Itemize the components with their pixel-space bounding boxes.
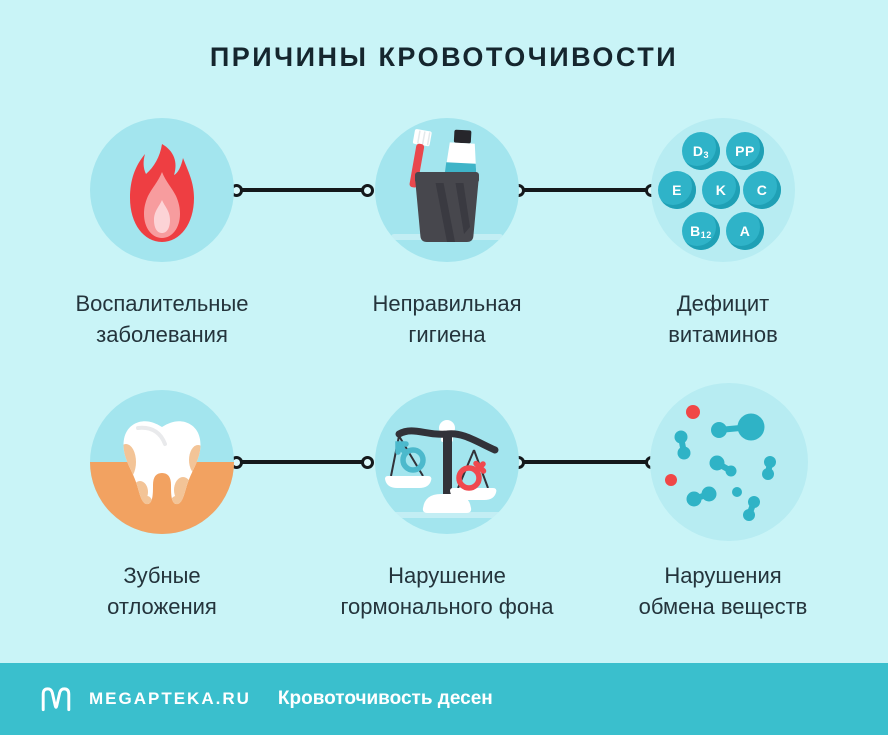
- vitamin-label: E: [672, 182, 682, 198]
- vitamin-label: C: [756, 182, 768, 198]
- cause-circle-metabolism: [650, 383, 808, 541]
- label-line: Неправильная: [372, 291, 522, 316]
- vitamin-badge: E: [658, 171, 696, 209]
- cause-circle-hormonal: [375, 390, 519, 534]
- vitamin-label: K: [715, 182, 727, 198]
- label-line: Воспалительные: [75, 291, 249, 316]
- connector-dot: [361, 184, 374, 197]
- connector-line: [237, 188, 368, 192]
- vitamin-badge: K: [702, 171, 740, 209]
- tooth-deposits-icon: [123, 421, 201, 505]
- vitamin-label: A: [739, 223, 751, 239]
- gum-shape: [90, 462, 234, 534]
- cause-label-dental-deposits: Зубные отложения: [17, 560, 307, 622]
- toothbrush-cup-icon: [391, 129, 503, 242]
- cause-label-metabolism: Нарушения обмена веществ: [578, 560, 868, 622]
- bacteria-icon: [665, 405, 776, 521]
- label-line: гигиена: [408, 322, 486, 347]
- vitamin-badge: A: [726, 212, 764, 250]
- connector-line: [519, 460, 652, 464]
- label-line: Зубные: [123, 563, 201, 588]
- connector-dot: [361, 456, 374, 469]
- vitamin-badge: PP: [726, 132, 764, 170]
- cause-label-vitamin-deficiency: Дефицит витаминов: [578, 288, 868, 350]
- label-line: заболевания: [96, 322, 228, 347]
- footer-bar: MEGAPTEKA.RU Кровоточивость десен: [0, 663, 888, 735]
- cause-circle-inflammation: [90, 118, 234, 262]
- cause-circle-hygiene: [375, 118, 519, 262]
- connector-line: [519, 188, 652, 192]
- label-line: Нарушение: [388, 563, 506, 588]
- cause-label-inflammation: Воспалительные заболевания: [17, 288, 307, 350]
- gender-scales-icon: [385, 420, 503, 518]
- footer-brand: MEGAPTEKA.RU: [89, 689, 251, 708]
- flame-icon: [130, 144, 194, 242]
- connector-line: [237, 460, 368, 464]
- cause-label-hormonal: Нарушение гормонального фона: [302, 560, 592, 622]
- cause-label-hygiene: Неправильная гигиена: [302, 288, 592, 350]
- label-line: обмена веществ: [638, 594, 808, 619]
- vitamin-label: B: [690, 223, 701, 239]
- label-line: Дефицит: [676, 291, 770, 316]
- vitamin-badge: C: [743, 171, 781, 209]
- megapteka-logo-icon: [41, 687, 71, 712]
- vitamin-label: PP: [735, 143, 755, 159]
- label-line: отложения: [107, 594, 217, 619]
- label-line: Нарушения: [664, 563, 782, 588]
- label-line: витаминов: [668, 322, 778, 347]
- page-title: ПРИЧИНЫ КРОВОТОЧИВОСТИ: [209, 42, 679, 72]
- cause-circle-dental-deposits: [90, 390, 234, 534]
- vitamin-label: D: [692, 143, 704, 159]
- label-line: гормонального фона: [340, 594, 554, 619]
- footer-subtitle: Кровоточивость десен: [277, 688, 493, 709]
